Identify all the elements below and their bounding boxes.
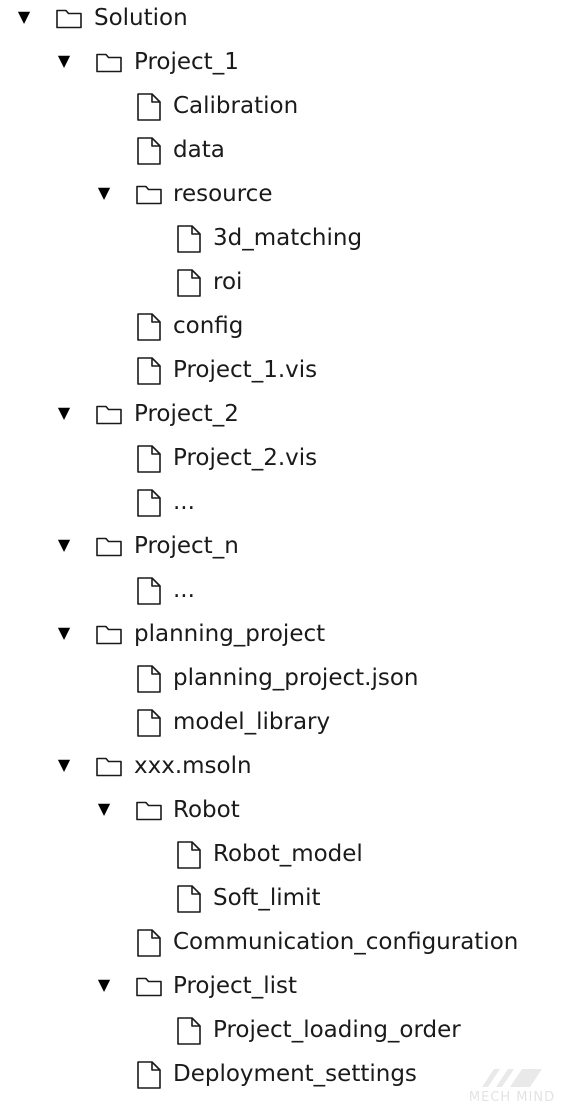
tree-folder-row[interactable]: ▼ Robot bbox=[0, 792, 576, 836]
file-icon bbox=[135, 708, 163, 738]
expand-toggle-icon[interactable]: ▼ bbox=[97, 799, 111, 818]
file-icon bbox=[175, 840, 203, 870]
folder-label: Project_2 bbox=[134, 401, 239, 427]
file-label: roi bbox=[213, 269, 243, 295]
tree-folder-row[interactable]: ▼ xxx.msoln bbox=[0, 748, 576, 792]
folder-icon bbox=[135, 972, 163, 1002]
watermark-text: MECH MIND bbox=[468, 1090, 556, 1105]
folder-label: resource bbox=[173, 181, 273, 207]
file-label: config bbox=[173, 313, 244, 339]
tree-file-row[interactable]: data bbox=[0, 132, 576, 176]
file-icon bbox=[135, 488, 163, 518]
tree-folder-row[interactable]: ▼ planning_project bbox=[0, 616, 576, 660]
folder-icon bbox=[95, 532, 123, 562]
file-icon bbox=[135, 356, 163, 386]
expand-toggle-icon[interactable]: ▼ bbox=[17, 7, 31, 26]
folder-label: planning_project bbox=[134, 621, 326, 647]
tree-folder-row[interactable]: ▼ resource bbox=[0, 176, 576, 220]
file-icon bbox=[175, 268, 203, 298]
file-icon bbox=[135, 576, 163, 606]
expand-toggle-icon[interactable]: ▼ bbox=[57, 755, 71, 774]
file-label: Project_1.vis bbox=[173, 357, 318, 383]
file-label: data bbox=[173, 137, 225, 163]
file-label: Robot_model bbox=[213, 841, 363, 867]
tree-file-row[interactable]: Project_2.vis bbox=[0, 440, 576, 484]
folder-icon bbox=[135, 796, 163, 826]
expand-toggle-icon[interactable]: ▼ bbox=[57, 403, 71, 422]
file-icon bbox=[175, 884, 203, 914]
folder-label: Solution bbox=[94, 5, 188, 31]
tree-file-row[interactable]: Soft_limit bbox=[0, 880, 576, 924]
file-icon bbox=[135, 92, 163, 122]
tree-file-row[interactable]: planning_project.json bbox=[0, 660, 576, 704]
expand-toggle-icon[interactable]: ▼ bbox=[57, 623, 71, 642]
tree-file-row[interactable]: model_library bbox=[0, 704, 576, 748]
file-icon bbox=[135, 444, 163, 474]
file-icon bbox=[135, 1060, 163, 1090]
file-label: Project_2.vis bbox=[173, 445, 318, 471]
tree-folder-row[interactable]: ▼ Solution bbox=[0, 0, 576, 44]
folder-label: Project_n bbox=[134, 533, 239, 559]
file-label: Project_loading_order bbox=[213, 1017, 461, 1043]
file-icon bbox=[135, 928, 163, 958]
tree-file-row[interactable]: Calibration bbox=[0, 88, 576, 132]
file-label: Calibration bbox=[173, 93, 299, 119]
tree-file-row[interactable]: ... bbox=[0, 572, 576, 616]
file-label: ... bbox=[173, 489, 195, 515]
file-icon bbox=[175, 224, 203, 254]
file-icon bbox=[175, 1016, 203, 1046]
folder-label: xxx.msoln bbox=[134, 753, 252, 779]
tree-file-row[interactable]: Deployment_settings bbox=[0, 1056, 576, 1100]
file-icon bbox=[135, 312, 163, 342]
file-label: model_library bbox=[173, 709, 331, 735]
folder-label: Robot bbox=[173, 797, 240, 823]
file-label: Deployment_settings bbox=[173, 1061, 417, 1087]
tree-file-row[interactable]: config bbox=[0, 308, 576, 352]
expand-toggle-icon[interactable]: ▼ bbox=[97, 183, 111, 202]
tree-file-row[interactable]: Robot_model bbox=[0, 836, 576, 880]
tree-file-row[interactable]: roi bbox=[0, 264, 576, 308]
file-label: Communication_configuration bbox=[173, 929, 519, 955]
folder-icon bbox=[55, 4, 83, 34]
tree-folder-row[interactable]: ▼ Project_2 bbox=[0, 396, 576, 440]
tree-folder-row[interactable]: ▼ Project_n bbox=[0, 528, 576, 572]
file-label: planning_project.json bbox=[173, 665, 419, 691]
folder-icon bbox=[95, 620, 123, 650]
folder-label: Project_list bbox=[173, 973, 297, 999]
folder-icon bbox=[95, 400, 123, 430]
expand-toggle-icon[interactable]: ▼ bbox=[57, 51, 71, 70]
tree-folder-row[interactable]: ▼ Project_list bbox=[0, 968, 576, 1012]
tree-file-row[interactable]: Project_1.vis bbox=[0, 352, 576, 396]
expand-toggle-icon[interactable]: ▼ bbox=[97, 975, 111, 994]
folder-icon bbox=[95, 752, 123, 782]
file-label: ... bbox=[173, 577, 195, 603]
folder-icon bbox=[135, 180, 163, 210]
folder-icon bbox=[95, 48, 123, 78]
tree-file-row[interactable]: ... bbox=[0, 484, 576, 528]
folder-label: Project_1 bbox=[134, 49, 239, 75]
tree-file-row[interactable]: 3d_matching bbox=[0, 220, 576, 264]
file-label: 3d_matching bbox=[213, 225, 363, 251]
tree-file-row[interactable]: Communication_configuration bbox=[0, 924, 576, 968]
file-label: Soft_limit bbox=[213, 885, 321, 911]
watermark-logo: MECH MIND bbox=[462, 1067, 562, 1105]
tree-folder-row[interactable]: ▼ Project_1 bbox=[0, 44, 576, 88]
expand-toggle-icon[interactable]: ▼ bbox=[57, 535, 71, 554]
file-icon bbox=[135, 664, 163, 694]
tree-file-row[interactable]: Project_loading_order bbox=[0, 1012, 576, 1056]
file-icon bbox=[135, 136, 163, 166]
